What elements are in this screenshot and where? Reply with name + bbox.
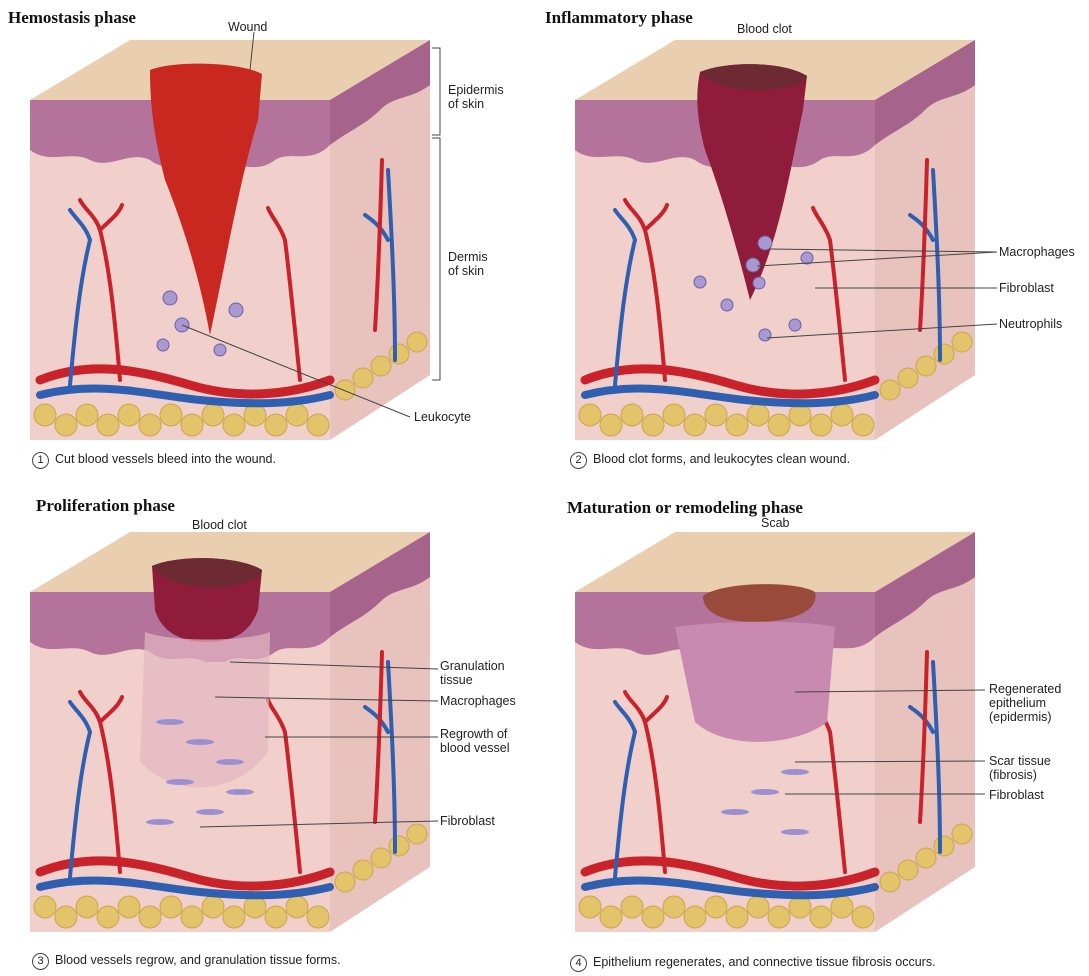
label-macrophages: Macrophages xyxy=(999,245,1075,259)
caption-text: Epithelium regenerates, and connective t… xyxy=(593,955,936,969)
label-regenerated-epithelium: Regenerated epithelium (epidermis) xyxy=(989,682,1061,724)
panel-hemostasis: Hemostasis phase Wound Epidermis of skin… xyxy=(0,0,530,480)
label-scab: Scab xyxy=(761,516,790,530)
label-wound: Wound xyxy=(228,20,267,34)
caption-text: Blood vessels regrow, and granulation ti… xyxy=(55,953,341,967)
step-number: 3 xyxy=(32,953,49,970)
caption: 4 Epithelium regenerates, and connective … xyxy=(570,955,936,972)
skin-block-illustration xyxy=(0,0,530,480)
panel-maturation: Maturation or remodeling phase Scab Rege… xyxy=(545,492,1075,972)
skin-block-illustration xyxy=(545,492,1075,972)
panel-proliferation: Proliferation phase Blood clot Granulati… xyxy=(0,492,530,972)
panel-inflammatory: Inflammatory phase Blood clot Macrophage… xyxy=(545,0,1075,480)
caption: 3 Blood vessels regrow, and granulation t… xyxy=(32,953,341,970)
label-granulation: Granulation tissue xyxy=(440,659,505,687)
caption-text: Cut blood vessels bleed into the wound. xyxy=(55,452,276,466)
caption: 1 Cut blood vessels bleed into the wound. xyxy=(32,452,276,469)
regenerated-epithelium xyxy=(675,622,835,742)
label-fibroblast: Fibroblast xyxy=(440,814,495,828)
step-number: 2 xyxy=(570,452,587,469)
caption: 2 Blood clot forms, and leukocytes clean … xyxy=(570,452,850,469)
label-blood-clot: Blood clot xyxy=(737,22,792,36)
label-macrophages: Macrophages xyxy=(440,694,516,708)
label-scar-tissue: Scar tissue (fibrosis) xyxy=(989,754,1051,782)
label-fibroblast: Fibroblast xyxy=(999,281,1054,295)
label-blood-clot: Blood clot xyxy=(192,518,247,532)
label-fibroblast: Fibroblast xyxy=(989,788,1044,802)
granulation-tissue xyxy=(140,632,270,787)
step-number: 1 xyxy=(32,452,49,469)
skin-block-illustration xyxy=(545,0,1075,480)
caption-text: Blood clot forms, and leukocytes clean w… xyxy=(593,452,850,466)
label-regrowth: Regrowth of blood vessel xyxy=(440,727,510,755)
label-leukocyte: Leukocyte xyxy=(414,410,471,424)
label-epidermis: Epidermis of skin xyxy=(448,83,504,111)
step-number: 4 xyxy=(570,955,587,972)
label-neutrophils: Neutrophils xyxy=(999,317,1062,331)
label-dermis: Dermis of skin xyxy=(448,250,488,278)
